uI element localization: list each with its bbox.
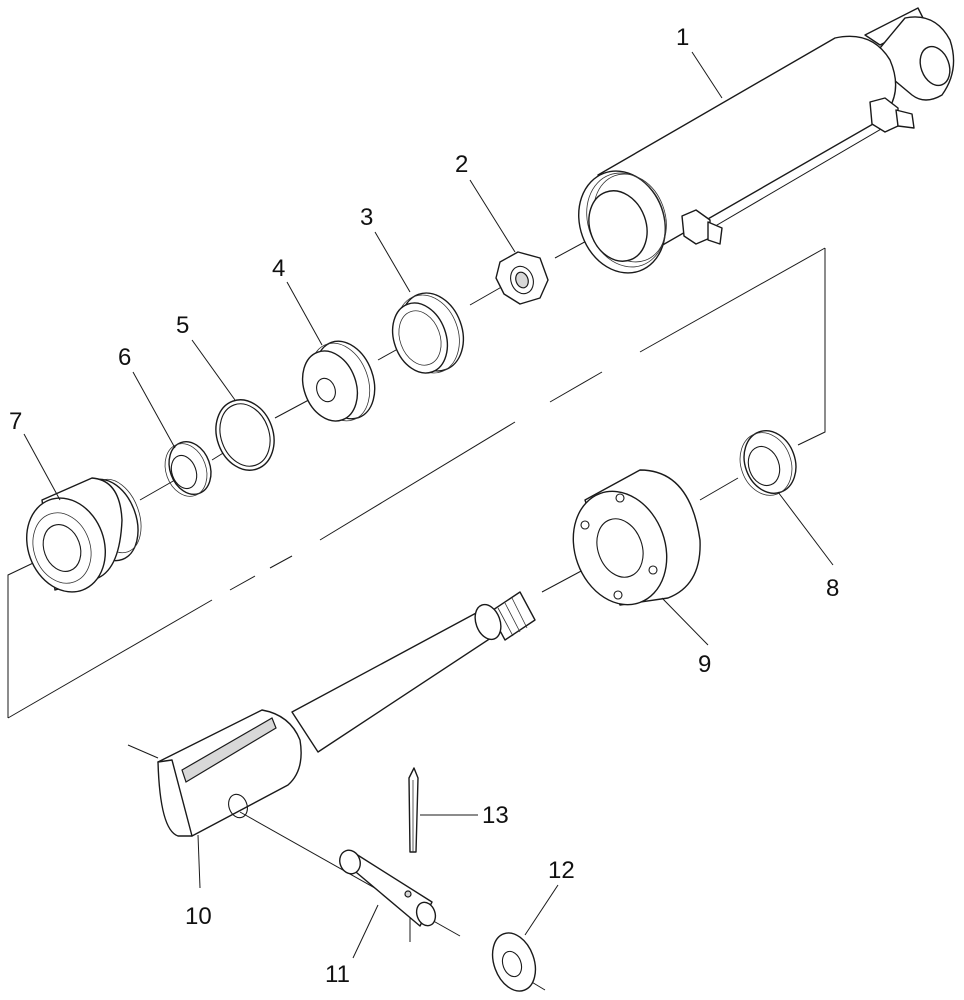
part-9-piston-head bbox=[572, 469, 701, 606]
callout-8: 8 bbox=[826, 575, 839, 602]
part-11-clevis-pin bbox=[339, 849, 437, 927]
part-7-gland bbox=[25, 477, 142, 593]
part-5-o-ring bbox=[215, 399, 275, 471]
callout-7: 7 bbox=[9, 408, 22, 435]
callout-6: 6 bbox=[118, 344, 131, 371]
callout-13: 13 bbox=[482, 802, 509, 829]
part-10-piston-rod bbox=[157, 591, 536, 837]
callout-9: 9 bbox=[698, 651, 711, 678]
phantom-lines bbox=[7, 247, 826, 719]
callout-3: 3 bbox=[360, 204, 373, 231]
part-6-ring bbox=[164, 441, 212, 497]
leader-lines bbox=[23, 51, 834, 959]
callout-12: 12 bbox=[548, 857, 575, 884]
callout-11: 11 bbox=[325, 961, 350, 988]
part-3-piston bbox=[391, 292, 465, 374]
callout-2: 2 bbox=[455, 151, 468, 178]
part-12-washer bbox=[491, 932, 537, 992]
callout-10: 10 bbox=[185, 903, 212, 930]
part-1-cylinder-barrel bbox=[578, 7, 955, 274]
part-2-hex-nut bbox=[495, 251, 549, 305]
callout-4: 4 bbox=[272, 255, 285, 282]
callout-1: 1 bbox=[676, 24, 689, 51]
part-8-wiper bbox=[739, 430, 797, 496]
assembly-axis-lines bbox=[127, 124, 889, 991]
callout-labels: 1 2 3 4 5 6 7 8 9 10 11 12 13 bbox=[9, 24, 839, 988]
part-13-cotter-pin bbox=[408, 767, 419, 853]
callout-5: 5 bbox=[176, 312, 189, 339]
part-4-piston-seal bbox=[301, 340, 376, 422]
